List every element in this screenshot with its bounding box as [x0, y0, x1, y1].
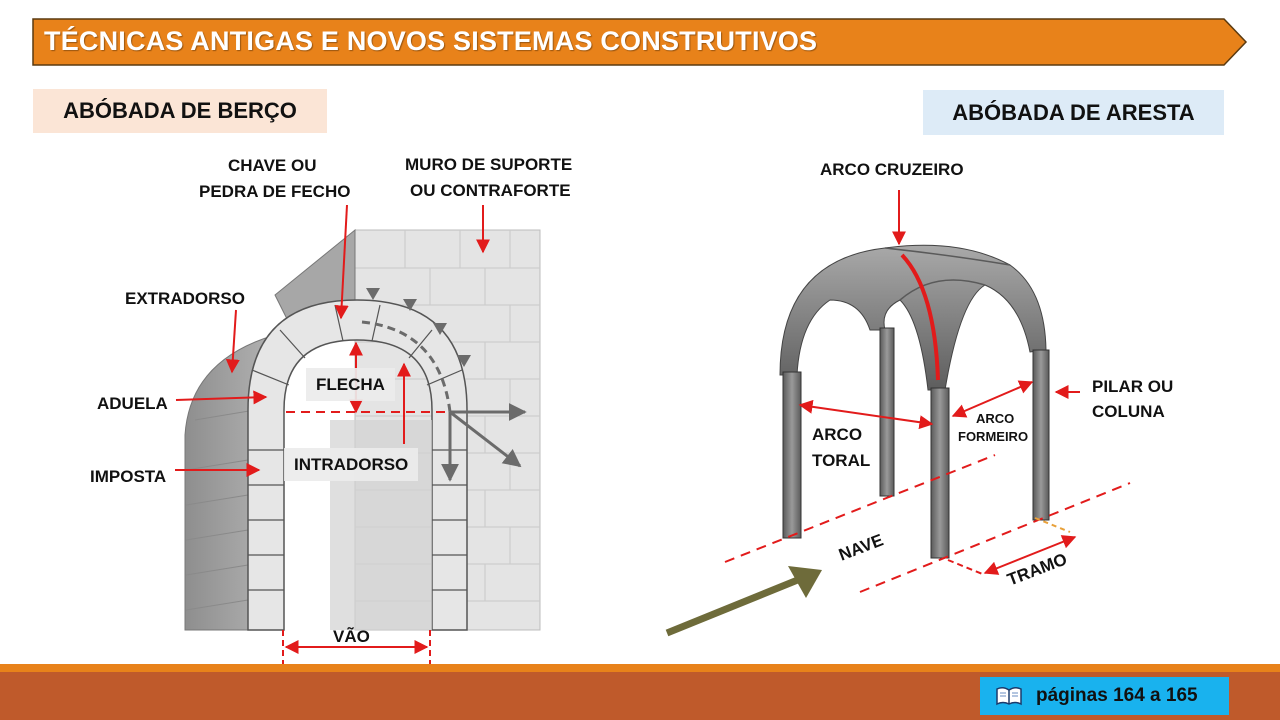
- groin-vault-drawing: [665, 190, 1131, 637]
- label-span: VÃO: [333, 627, 370, 646]
- label-voussoir: ADUELA: [97, 394, 168, 413]
- label-transverse-arch-1: ARCO: [812, 425, 863, 444]
- pages-reference: páginas 164 a 165: [1036, 685, 1198, 706]
- pages-badge: páginas 164 a 165: [980, 677, 1229, 715]
- book-icon: [996, 686, 1022, 706]
- label-rise: FLECHA: [306, 368, 395, 401]
- title-banner: TÉCNICAS ANTIGAS E NOVOS SISTEMAS CONSTR…: [32, 18, 1248, 66]
- label-pillar-2: COLUNA: [1092, 402, 1165, 421]
- label-keystone-2: PEDRA DE FECHO: [199, 182, 351, 201]
- label-support-wall-1: MURO DE SUPORTE: [405, 155, 573, 174]
- label-intrados: INTRADORSO: [284, 448, 419, 481]
- label-wall-arch-2: FORMEIRO: [958, 429, 1029, 444]
- label-transverse-arch-2: TORAL: [812, 451, 871, 470]
- label-pillar-1: PILAR OU: [1092, 377, 1174, 396]
- label-support-wall-2: OU CONTRAFORTE: [410, 181, 571, 200]
- section-title-barrel-vault: ABÓBADA DE BERÇO: [33, 89, 327, 133]
- label-extrados: EXTRADORSO: [125, 289, 245, 308]
- barrel-vault-drawing: [175, 204, 541, 665]
- page-title: TÉCNICAS ANTIGAS E NOVOS SISTEMAS CONSTR…: [44, 26, 818, 56]
- footer-accent-line: [0, 664, 1280, 672]
- label-wall-arch-1: ARCO: [976, 411, 1015, 426]
- label-keystone-1: CHAVE OU: [228, 156, 317, 175]
- title-banner-shape: [32, 18, 1248, 66]
- label-impost: IMPOSTA: [90, 467, 167, 486]
- section-title-groin-vault: ABÓBADA DE ARESTA: [923, 90, 1224, 135]
- label-groin-arch: ARCO CRUZEIRO: [820, 160, 964, 179]
